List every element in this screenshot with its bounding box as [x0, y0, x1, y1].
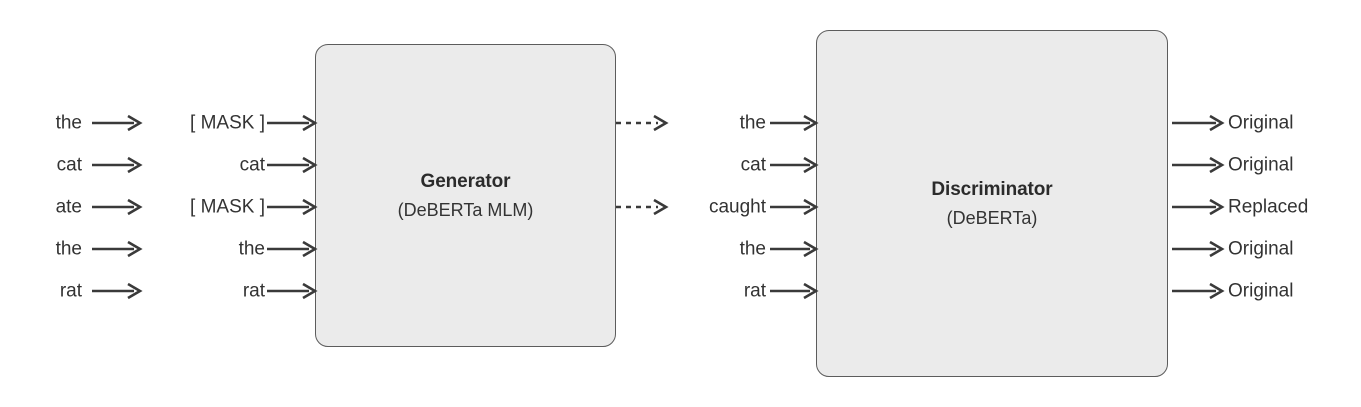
- discriminator-title: Discriminator: [931, 178, 1053, 200]
- arrow-discriminator-to-prediction: [1172, 114, 1225, 132]
- arrow-discriminator-to-prediction: [1172, 156, 1225, 174]
- arrow-input-to-masked: [92, 156, 143, 174]
- generator-subtitle: (DeBERTa MLM): [397, 199, 534, 220]
- arrow-generator-sampled-dashed: [616, 114, 669, 132]
- input-token: the: [55, 112, 82, 134]
- prediction-replaced: Replaced: [1228, 196, 1309, 218]
- arrow-generator-sampled-dashed: [616, 198, 669, 216]
- discriminator-subtitle: (DeBERTa): [946, 207, 1038, 228]
- arrow-input-to-masked: [92, 114, 143, 132]
- unmasked-token: the: [238, 238, 265, 260]
- prediction-original: Original: [1228, 112, 1294, 134]
- prediction-original: Original: [1228, 238, 1294, 260]
- input-token: rat: [59, 280, 82, 302]
- arrow-input-to-masked: [92, 282, 143, 300]
- arrow-sampled-to-discriminator: [770, 282, 819, 300]
- generator-box: Generator (DeBERTa MLM): [315, 44, 616, 347]
- input-token: the: [55, 238, 82, 260]
- prediction-original: Original: [1228, 280, 1294, 302]
- arrow-input-to-masked: [92, 240, 143, 258]
- arrow-sampled-to-discriminator: [770, 114, 819, 132]
- sampled-token: the: [739, 112, 766, 134]
- arrow-sampled-to-discriminator: [770, 198, 819, 216]
- masked-token: [ MASK ]: [190, 112, 265, 134]
- arrow-input-to-masked: [92, 198, 143, 216]
- arrow-discriminator-to-prediction: [1172, 240, 1225, 258]
- arrow-masked-to-generator: [267, 240, 318, 258]
- arrow-masked-to-generator: [267, 198, 318, 216]
- sampled-token: the: [739, 238, 766, 260]
- prediction-original: Original: [1228, 154, 1294, 176]
- arrow-masked-to-generator: [267, 114, 318, 132]
- sampled-token: cat: [740, 154, 766, 176]
- input-token: ate: [55, 196, 82, 218]
- arrow-masked-to-generator: [267, 156, 318, 174]
- arrow-discriminator-to-prediction: [1172, 282, 1225, 300]
- masked-token: [ MASK ]: [190, 196, 265, 218]
- arrow-sampled-to-discriminator: [770, 156, 819, 174]
- replaced-token: caught: [708, 196, 766, 218]
- discriminator-box: Discriminator (DeBERTa): [816, 30, 1168, 377]
- unmasked-token: cat: [239, 154, 265, 176]
- arrow-discriminator-to-prediction: [1172, 198, 1225, 216]
- unmasked-token: rat: [242, 280, 265, 302]
- input-token: cat: [56, 154, 82, 176]
- arrow-sampled-to-discriminator: [770, 240, 819, 258]
- arrow-masked-to-generator: [267, 282, 318, 300]
- sampled-token: rat: [743, 280, 766, 302]
- generator-title: Generator: [420, 170, 511, 192]
